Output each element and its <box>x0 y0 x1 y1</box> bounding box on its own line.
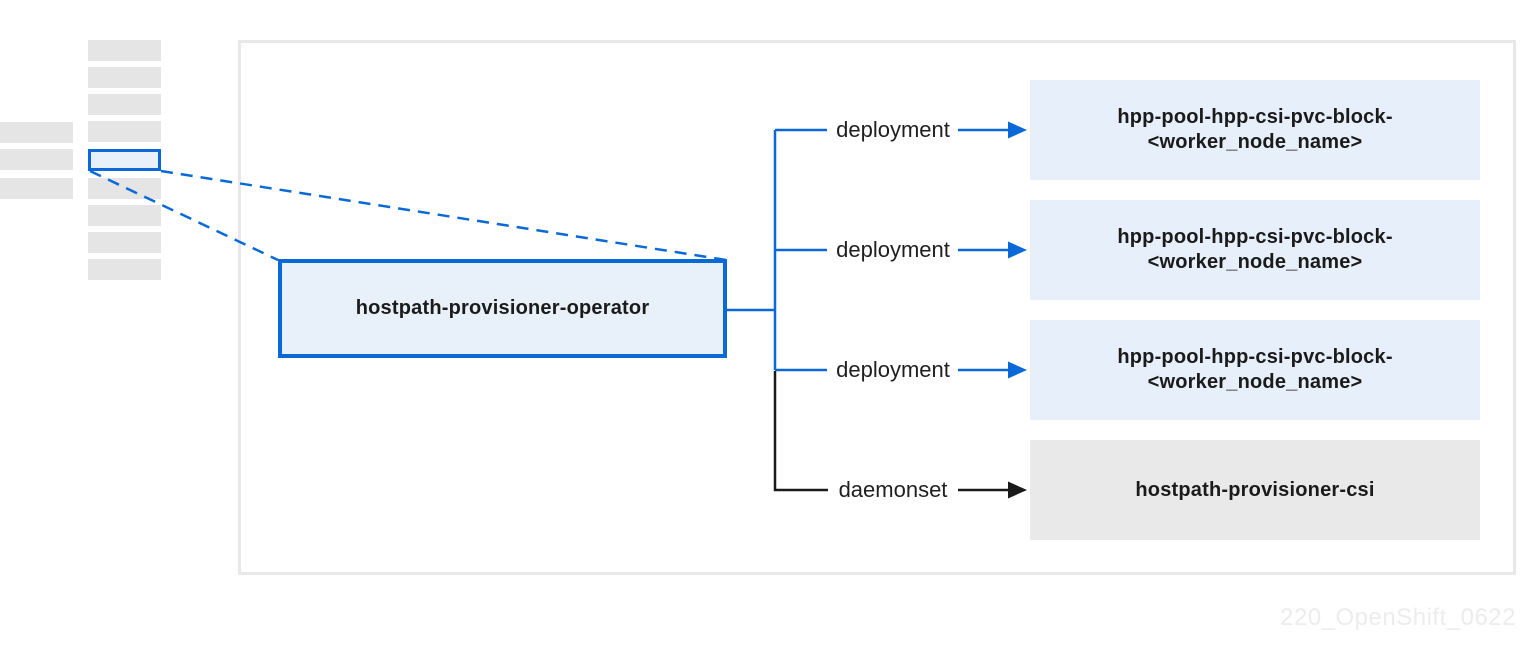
branch-label-deployment-3: deployment <box>831 355 955 385</box>
placeholder-bar <box>88 94 161 115</box>
target-node-pvc-block-2: hpp-pool-hpp-csi-pvc-block-<worker_node_… <box>1030 200 1480 300</box>
placeholder-bar <box>88 232 161 253</box>
placeholder-bar <box>0 178 73 199</box>
target-node-label: hpp-pool-hpp-csi-pvc-block-<worker_node_… <box>1117 346 1393 393</box>
target-node-label: hpp-pool-hpp-csi-pvc-block-<worker_node_… <box>1117 106 1393 153</box>
watermark-text: 220_OpenShift_0622 <box>1280 604 1516 631</box>
placeholder-bar <box>88 121 161 142</box>
highlighted-list-item <box>88 149 161 171</box>
branch-label-deployment-1: deployment <box>831 115 955 145</box>
target-node-label: hpp-pool-hpp-csi-pvc-block-<worker_node_… <box>1117 226 1393 273</box>
branch-label-daemonset: daemonset <box>831 475 955 505</box>
branch-label-deployment-2: deployment <box>831 235 955 265</box>
placeholder-bar <box>88 178 161 199</box>
placeholder-bar <box>0 149 73 170</box>
placeholder-bar <box>88 40 161 61</box>
placeholder-bar <box>0 122 73 143</box>
operator-node: hostpath-provisioner-operator <box>278 259 727 358</box>
operator-node-label: hostpath-provisioner-operator <box>355 297 650 319</box>
placeholder-bar <box>88 67 161 88</box>
target-node-pvc-block-3: hpp-pool-hpp-csi-pvc-block-<worker_node_… <box>1030 320 1480 420</box>
target-node-label: hostpath-provisioner-csi <box>1135 478 1375 501</box>
target-node-pvc-block-1: hpp-pool-hpp-csi-pvc-block-<worker_node_… <box>1030 80 1480 180</box>
placeholder-bar <box>88 259 161 280</box>
placeholder-bar <box>88 205 161 226</box>
target-node-provisioner-csi: hostpath-provisioner-csi <box>1030 440 1480 540</box>
